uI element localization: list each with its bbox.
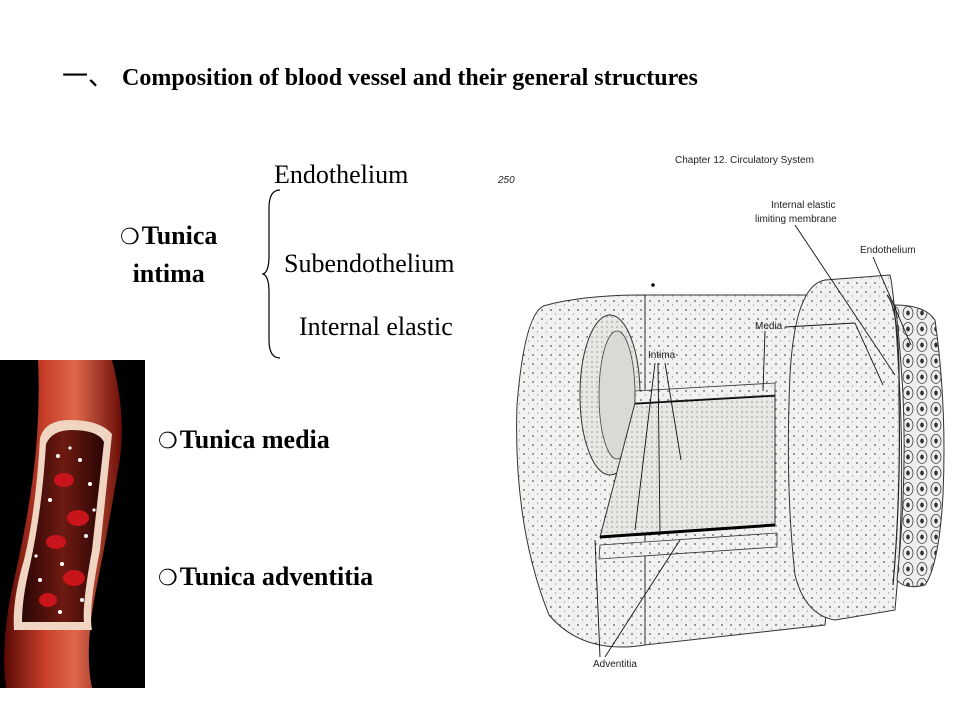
title-prefix: 一、 <box>62 62 115 92</box>
diagram-header: Chapter 12. Circulatory System <box>675 155 814 166</box>
label-intima: Intima <box>648 350 676 361</box>
bullet-icon: ❍ <box>158 566 178 591</box>
tunica-media-text: Tunica media <box>179 425 330 454</box>
label-adventitia: Adventitia <box>593 659 637 670</box>
internal-elastic-label: Internal elastic <box>299 312 453 341</box>
endothelium-label: Endothelium <box>274 160 409 189</box>
bullet-icon: ❍ <box>158 429 178 454</box>
blood-vessel-illustration <box>0 360 145 688</box>
label-internal-elastic: Internal elastic <box>771 200 835 211</box>
bullet-icon: ❍ <box>120 225 140 250</box>
tunica-intima-line1: Tunica <box>141 221 218 250</box>
artery-wall-diagram: Chapter 12. Circulatory System 250 Inter… <box>497 155 945 670</box>
label-media: Media <box>755 321 783 332</box>
label-limiting-membrane: limiting membrane <box>755 214 837 225</box>
slide-title: 一、 Composition of blood vessel and their … <box>62 56 698 93</box>
intima-brace <box>262 189 281 359</box>
diagram-page-number: 250 <box>497 175 515 186</box>
subendothelium-label: Subendothelium <box>284 249 455 278</box>
tunica-intima-label: ❍Tunica intima <box>120 218 217 292</box>
tunica-intima-line2: intima <box>132 259 205 288</box>
tunica-adventitia-label: ❍Tunica adventitia <box>158 562 373 592</box>
title-text: Composition of blood vessel and their ge… <box>122 65 698 91</box>
tunica-adventitia-text: Tunica adventitia <box>179 562 374 591</box>
tunica-media-label: ❍Tunica media <box>158 425 330 455</box>
label-endothelium: Endothelium <box>860 245 916 256</box>
